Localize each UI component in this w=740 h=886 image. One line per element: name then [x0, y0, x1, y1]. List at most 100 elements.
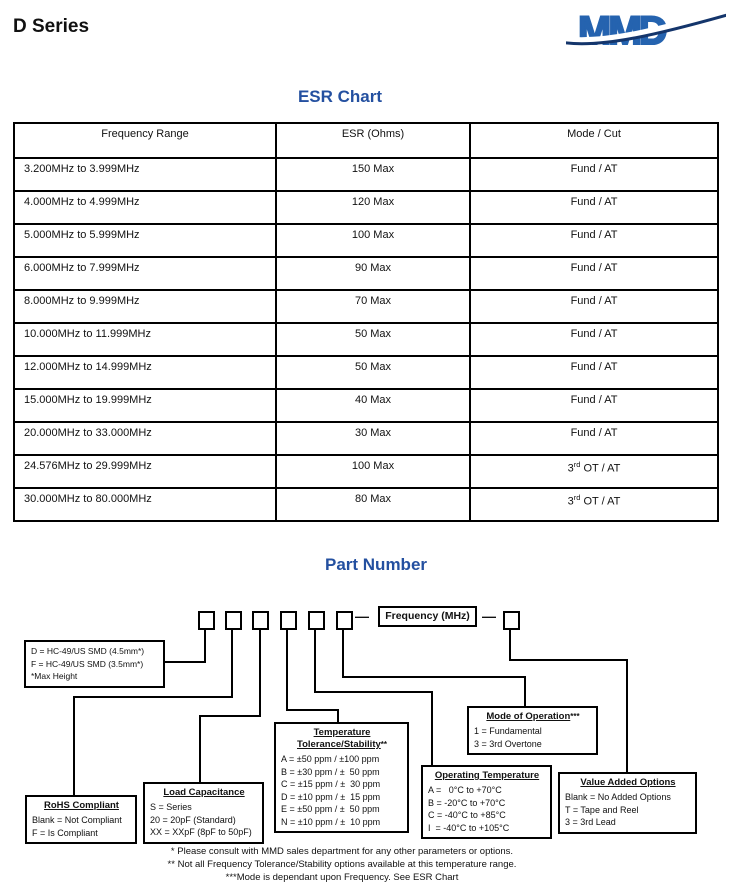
frequency-range-cell: 10.000MHz to 11.999MHz	[13, 322, 277, 357]
dash-separator: —	[355, 608, 369, 624]
box-line: T = Tape and Reel	[565, 804, 639, 815]
esr-cell: 100 Max	[275, 223, 471, 258]
esr-cell: 30 Max	[275, 421, 471, 456]
box-line: F = HC-49/US SMD (3.5mm*)	[31, 658, 144, 669]
frequency-range-cell: 24.576MHz to 29.999MHz	[13, 454, 277, 489]
connector-line	[286, 630, 339, 727]
footnotes: * Please consult with MMD sales departme…	[0, 845, 684, 884]
esr-cell: 50 Max	[275, 355, 471, 390]
frequency-range-cell: 6.000MHz to 7.999MHz	[13, 256, 277, 291]
box-title: Operating Temperature	[434, 770, 540, 781]
logo-swoosh-navy	[566, 13, 726, 46]
series-callout-box: D = HC-49/US SMD (4.5mm*) F = HC-49/US SM…	[24, 640, 165, 688]
box-line: D = HC-49/US SMD (4.5mm*)	[31, 646, 145, 656]
box-line: 20 = 20pF (Standard)	[150, 814, 236, 825]
mode-cut-cell: Fund / AT	[469, 421, 719, 456]
box-title: RoHS Compliant	[44, 800, 119, 811]
box-line: E = ±50 ppm / ± 50 ppm	[281, 804, 380, 814]
page-title: D Series	[13, 16, 90, 37]
frequency-range-cell: 12.000MHz to 14.999MHz	[13, 355, 277, 390]
connector-line	[342, 630, 526, 707]
column-header: Mode / Cut	[469, 122, 719, 159]
box-line: Blank = Not Compliant	[32, 815, 122, 825]
esr-cell: 120 Max	[275, 190, 471, 225]
box-line: B = ±30 ppm / ± 50 ppm	[281, 766, 380, 777]
box-line: A = ±50 ppm / ±100 ppm	[281, 754, 380, 764]
mmd-logo: MMD	[566, 8, 726, 53]
box-line: 1 = Fundamental	[474, 726, 542, 736]
frequency-range-cell: 20.000MHz to 33.000MHz	[13, 421, 277, 456]
dash-separator: —	[482, 608, 496, 624]
box-line: A = 0°C to +70°C	[428, 785, 502, 795]
frequency-range-cell: 30.000MHz to 80.000MHz	[13, 487, 277, 522]
part-digit-box-7	[503, 611, 520, 630]
connector-line	[73, 630, 233, 796]
box-line: D = ±10 ppm / ± 15 ppm	[281, 791, 381, 802]
mode-cut-cell: 3rd OT / AT	[469, 454, 719, 489]
esr-chart-title: ESR Chart	[297, 87, 383, 106]
mode-of-operation-callout-box: Mode of Operation*** 1 = Fundamental 3 = 3…	[467, 706, 598, 755]
box-line: Blank = No Added Options	[565, 792, 671, 802]
footnote: * Please consult with MMD sales departme…	[170, 846, 514, 857]
part-digit-box-1	[198, 611, 215, 630]
box-title: Load Capacitance	[163, 787, 245, 798]
frequency-range-cell: 8.000MHz to 9.999MHz	[13, 289, 277, 324]
connector-line	[314, 630, 433, 766]
box-line: S = Series	[150, 802, 192, 812]
logo-swoosh-white	[566, 8, 726, 45]
mode-cut-cell: Fund / AT	[469, 190, 719, 225]
connector-line	[199, 630, 261, 783]
load-capacitance-callout-box: Load Capacitance S = Series 20 = 20pF (Sta…	[143, 782, 264, 844]
box-title: Mode of Operation***	[486, 711, 580, 722]
box-line: I = -40°C to +105°C	[428, 822, 510, 833]
frequency-box: Frequency (MHz)	[378, 606, 477, 627]
box-line: *Max Height	[31, 671, 78, 681]
box-title: Value Added Options	[580, 777, 676, 788]
part-digit-box-4	[280, 611, 297, 630]
mode-cut-cell: Fund / AT	[469, 355, 719, 390]
column-header: Frequency Range	[13, 122, 277, 159]
mode-cut-cell: Fund / AT	[469, 322, 719, 357]
connector-lines	[73, 630, 628, 796]
frequency-range-cell: 5.000MHz to 5.999MHz	[13, 223, 277, 258]
connector-line	[161, 630, 206, 663]
column-header: ESR (Ohms)	[275, 122, 471, 159]
esr-cell: 40 Max	[275, 388, 471, 423]
esr-cell: 70 Max	[275, 289, 471, 324]
esr-cell: 100 Max	[275, 454, 471, 489]
part-digit-box-6	[336, 611, 353, 630]
box-line: C = ±15 ppm / ± 30 ppm	[281, 779, 381, 789]
frequency-range-cell: 4.000MHz to 4.999MHz	[13, 190, 277, 225]
box-line: F = Is Compliant	[32, 827, 98, 838]
box-line: 3 = 3rd Lead	[565, 817, 616, 827]
box-line: XX = XXpF (8pF to 50pF)	[150, 827, 252, 837]
mode-cut-cell: Fund / AT	[469, 388, 719, 423]
box-line: 3 = 3rd Overtone	[474, 738, 542, 749]
box-line: C = -40°C to +85°C	[428, 810, 506, 820]
footnote: ***Mode is dependant upon Frequency. See…	[225, 872, 459, 883]
mode-cut-cell: Fund / AT	[469, 157, 719, 192]
frequency-range-cell: 15.000MHz to 19.999MHz	[13, 388, 277, 423]
connector-line	[509, 630, 628, 773]
frequency-range-cell: 3.200MHz to 3.999MHz	[13, 157, 277, 192]
esr-cell: 90 Max	[275, 256, 471, 291]
esr-cell: 150 Max	[275, 157, 471, 192]
mode-cut-cell: 3rd OT / AT	[469, 487, 719, 522]
